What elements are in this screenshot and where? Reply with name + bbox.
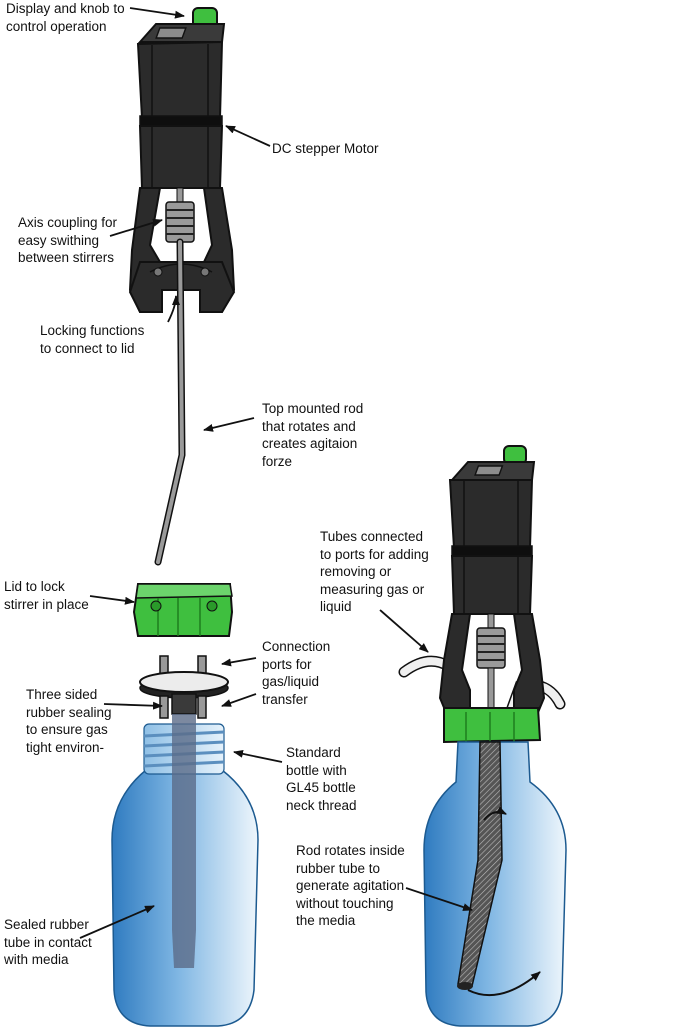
leader-arrows (79, 7, 473, 939)
label-top-rod: Top mounted rod that rotates and creates… (262, 401, 364, 469)
label-locking: Locking functions to connect to lid (40, 323, 145, 356)
sealed-rubber-tube-left (172, 714, 196, 968)
label-sealed-tube: Sealed rubber tube in contact with media (4, 917, 92, 967)
motor-band (139, 115, 223, 127)
label-axis-coupling: Axis coupling for easy swithing between … (18, 215, 118, 265)
label-sealing: Three sided rubber sealing to ensure gas… (26, 687, 112, 755)
bottle-left (111, 714, 259, 1027)
green-lid-left (132, 583, 234, 637)
label-tubes: Tubes connected to ports for adding remo… (320, 529, 429, 614)
label-dc-motor: DC stepper Motor (272, 141, 379, 156)
connection-ports-disk (139, 655, 229, 719)
axis-coupling (165, 201, 195, 243)
label-rod-rotates: Rod rotates inside rubber tube to genera… (296, 843, 405, 928)
label-ports: Connection ports for gas/liquid transfer (262, 639, 331, 707)
stirrer-assembled-right (398, 445, 567, 1027)
label-bottle: Standard bottle with GL45 bottle neck th… (286, 745, 357, 813)
display-screen (155, 27, 187, 39)
stirrer-head-left (128, 7, 236, 313)
label-display-knob: Display and knob to control operation (6, 1, 125, 34)
label-lid: Lid to lock stirrer in place (4, 579, 89, 612)
